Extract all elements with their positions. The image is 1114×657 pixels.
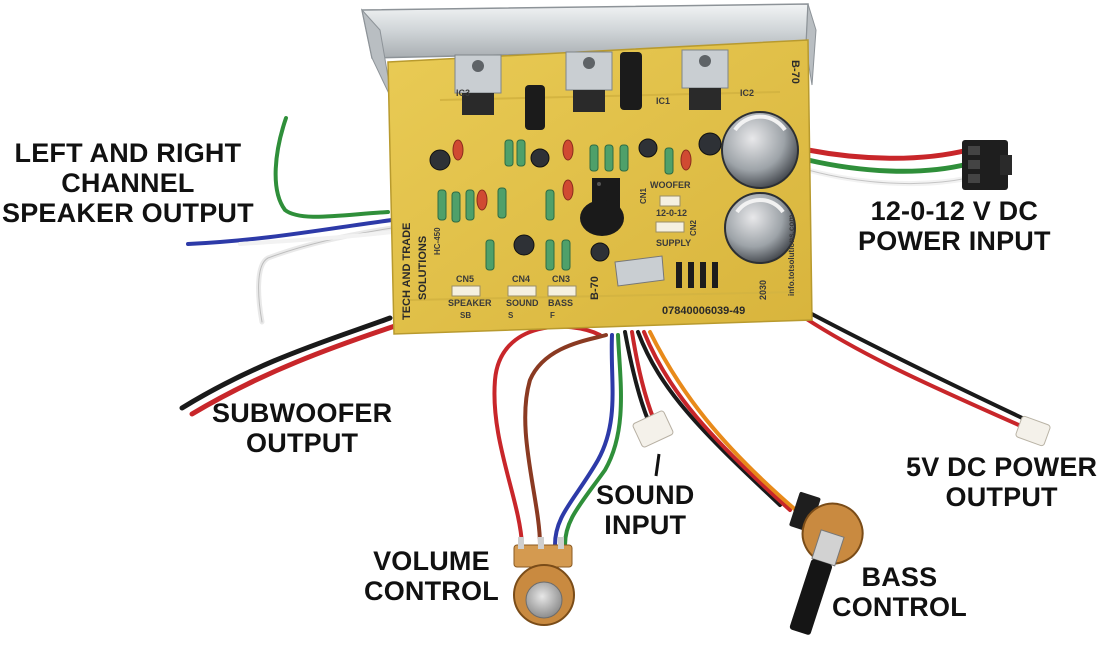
sound-input-connector — [632, 410, 674, 448]
bass-line-2: CONTROL — [832, 592, 967, 622]
sound-label: SOUND — [506, 298, 539, 308]
model-side-label: B-70 — [789, 60, 801, 84]
power-output-connector — [1015, 415, 1051, 447]
power-input-wires — [805, 147, 971, 187]
speaker-output-line-2: CHANNEL — [61, 168, 195, 198]
subwoofer-output-label: SUBWOOFER OUTPUT — [212, 398, 392, 458]
brand-line-2: SOLUTIONS — [417, 236, 429, 300]
cn2-label: CN2 — [689, 219, 698, 236]
sound-input-label: SOUND INPUT — [596, 480, 695, 540]
board-headers — [451, 195, 685, 297]
speaker-output-label: LEFT AND RIGHT CHANNEL SPEAKER OUTPUT — [2, 138, 254, 228]
bass-code: F — [550, 311, 555, 320]
website-label: info.totsolutions.com — [787, 215, 796, 296]
power-output-wires — [803, 310, 1037, 432]
regulator — [580, 200, 665, 287]
supply-voltage-label: 12-0-12 — [656, 208, 687, 218]
small-capacitors — [429, 132, 722, 262]
phone-number: 07840006039-49 — [662, 305, 745, 317]
brand-line-1: TECH AND TRADE — [401, 223, 413, 320]
subwoofer-line-1: SUBWOOFER — [212, 398, 393, 428]
svg-text:SOLUTIONS: SOLUTIONS — [417, 236, 429, 300]
sound-input-line-1: SOUND — [596, 480, 695, 510]
filter-capacitors — [721, 111, 799, 264]
power-output-line-2: OUTPUT — [945, 482, 1058, 512]
speaker-label: SPEAKER — [448, 298, 492, 308]
subwoofer-line-2: OUTPUT — [246, 428, 359, 458]
power-input-line-1: 12-0-12 V DC — [870, 196, 1039, 226]
ic-label-3: IC3 — [456, 88, 470, 98]
power-output-label: 5V DC POWER OUTPUT — [906, 452, 1097, 512]
power-output-line-1: 5V DC POWER — [906, 452, 1098, 482]
volume-potentiometer — [513, 537, 575, 626]
supply-label: SUPPLY — [656, 238, 691, 248]
bass-potentiometer — [789, 491, 864, 635]
power-input-line-2: POWER INPUT — [858, 226, 1051, 256]
cn4-label: CN4 — [512, 274, 530, 284]
woofer-label: WOOFER — [650, 180, 691, 190]
sound-input-leader — [654, 453, 661, 477]
subwoofer-output-wires — [179, 315, 398, 417]
svg-text:TECH AND TRADE: TECH AND TRADE — [401, 223, 413, 320]
bass-control-label: BASS CONTROL — [832, 562, 967, 622]
ic-label-2: IC2 — [740, 88, 754, 98]
volume-control-label: VOLUME CONTROL — [364, 546, 499, 606]
volume-line-2: CONTROL — [364, 576, 499, 606]
speaker-code: SB — [460, 311, 471, 320]
sound-code: S — [508, 311, 514, 320]
cn1-label: CN1 — [639, 187, 648, 204]
power-transistors — [454, 49, 729, 130]
diodes — [676, 262, 718, 288]
sound-input-line-2: INPUT — [604, 510, 687, 540]
bass-line-1: BASS — [861, 562, 938, 592]
year-label: 2030 — [758, 280, 768, 300]
pcb-silkscreen: TECH AND TRADE SOLUTIONS HC-450 IC3 IC1 … — [401, 60, 801, 320]
film-capacitors — [452, 139, 692, 211]
chip-label: HC-450 — [433, 227, 442, 255]
sound-input-wires — [623, 330, 800, 514]
resistors — [437, 139, 674, 271]
model-label: B-70 — [589, 276, 601, 300]
ic-label-1: IC1 — [656, 96, 670, 106]
power-input-label: 12-0-12 V DC POWER INPUT — [858, 196, 1051, 256]
cn5-label: CN5 — [456, 274, 474, 284]
speaker-output-line-1: LEFT AND RIGHT — [14, 138, 242, 168]
cn3-label: CN3 — [552, 274, 570, 284]
speaker-output-wires — [186, 116, 395, 325]
speaker-output-line-3: SPEAKER OUTPUT — [2, 198, 254, 228]
volume-line-1: VOLUME — [373, 546, 490, 576]
power-input-connector — [962, 140, 1012, 190]
bass-label: BASS — [548, 298, 573, 308]
